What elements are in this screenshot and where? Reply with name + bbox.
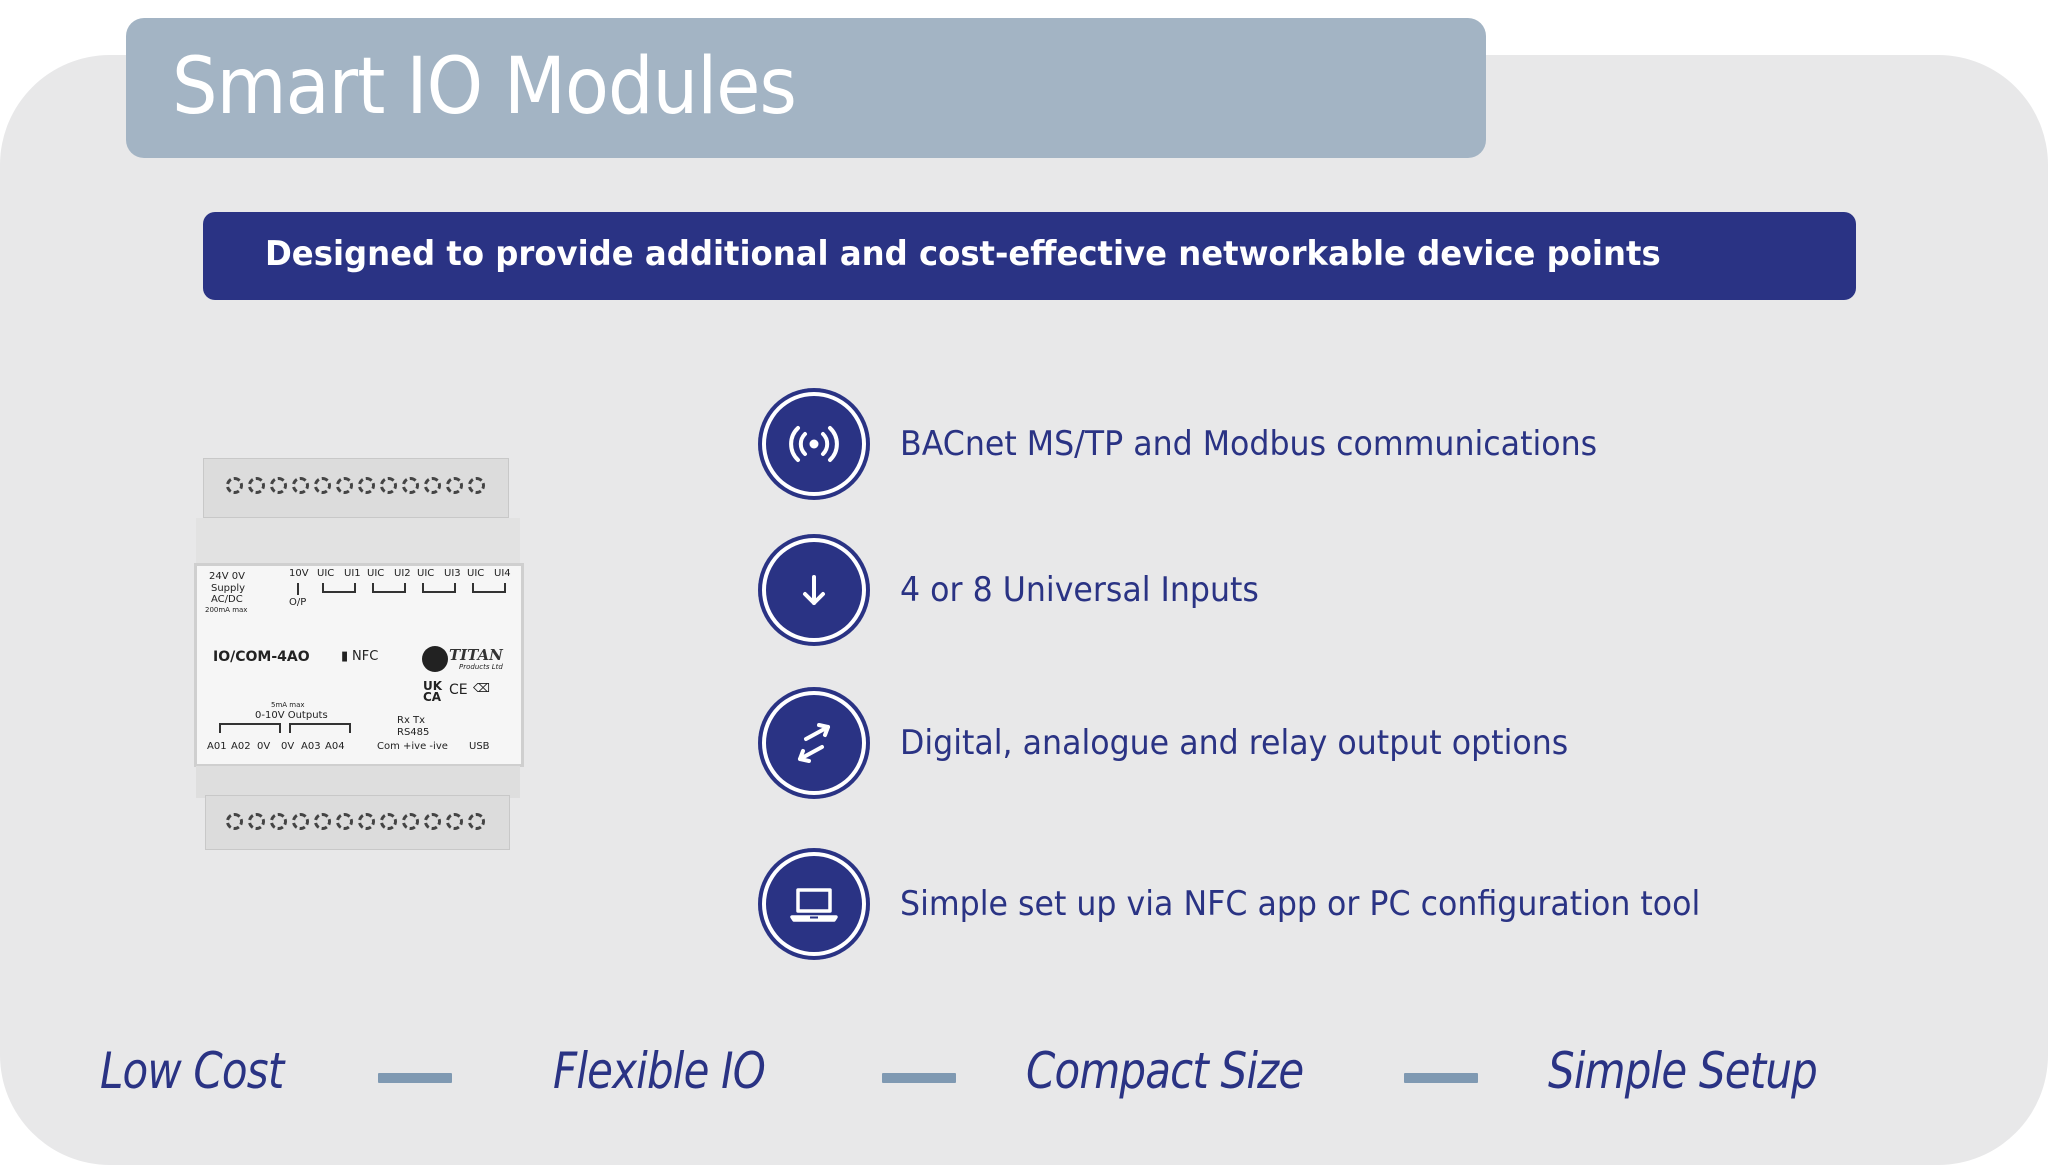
device-front-label: 24V 0V Supply AC/DC 200mA max 10V UIC UI… bbox=[194, 563, 524, 767]
arrow-down-icon bbox=[758, 534, 870, 646]
terminal-label: UI2 bbox=[394, 568, 411, 579]
tag-simple-setup: Simple Setup bbox=[1548, 1042, 1818, 1100]
output-label: O/P bbox=[289, 597, 307, 608]
screw-icon bbox=[380, 813, 397, 830]
screw-icon bbox=[292, 477, 309, 494]
ukca-mark-bottom: CA bbox=[423, 690, 442, 704]
screw-icon bbox=[248, 477, 265, 494]
feature-text: Simple set up via NFC app or PC configur… bbox=[900, 884, 1701, 924]
screw-icon bbox=[468, 813, 485, 830]
input-bracket bbox=[322, 583, 356, 593]
terminal-label: A03 bbox=[301, 741, 321, 752]
brand-sub-label: Products Ltd bbox=[459, 663, 503, 671]
top-screw-row bbox=[226, 477, 485, 494]
terminal-label: UI1 bbox=[344, 568, 361, 579]
screw-icon bbox=[358, 477, 375, 494]
tag-compact-size: Compact Size bbox=[1026, 1042, 1304, 1100]
nfc-mark-icon: ▮ bbox=[341, 649, 349, 664]
output-bracket bbox=[219, 723, 281, 733]
feature-text: 4 or 8 Universal Inputs bbox=[900, 570, 1259, 610]
screw-icon bbox=[226, 477, 243, 494]
top-terminal-block bbox=[203, 458, 509, 518]
terminal-label: A02 bbox=[231, 741, 251, 752]
terminal-label: UI3 bbox=[444, 568, 461, 579]
screw-icon bbox=[270, 477, 287, 494]
input-bracket bbox=[372, 583, 406, 593]
separator-dash bbox=[882, 1073, 956, 1083]
output-bracket bbox=[289, 723, 351, 733]
acdc-label: AC/DC bbox=[211, 594, 243, 605]
screw-icon bbox=[336, 477, 353, 494]
supply-max-label: 200mA max bbox=[205, 606, 248, 614]
screw-icon bbox=[292, 813, 309, 830]
bottom-screw-row bbox=[226, 813, 485, 830]
terminal-label: UI4 bbox=[494, 568, 511, 579]
screw-icon bbox=[446, 477, 463, 494]
terminal-label: UIC bbox=[417, 568, 435, 579]
input-bracket bbox=[422, 583, 456, 593]
tag-flexible-io: Flexible IO bbox=[553, 1042, 766, 1100]
screw-icon bbox=[446, 813, 463, 830]
feature-text: Digital, analogue and relay output optio… bbox=[900, 723, 1569, 763]
wireless-broadcast-icon bbox=[758, 388, 870, 500]
screw-icon bbox=[248, 813, 265, 830]
ce-mark: CE bbox=[449, 682, 468, 698]
terminal-label: 0V bbox=[257, 741, 271, 752]
terminal-label: UIC bbox=[367, 568, 385, 579]
screw-icon bbox=[226, 813, 243, 830]
terminal-label: A04 bbox=[325, 741, 345, 752]
bottom-terminal-block bbox=[205, 795, 510, 850]
brand-label: TITAN bbox=[449, 646, 503, 664]
feature-outputs: Digital, analogue and relay output optio… bbox=[758, 687, 1958, 799]
screw-icon bbox=[424, 813, 441, 830]
rs485-label: RS485 bbox=[397, 727, 430, 738]
tagline-banner: Designed to provide additional and cost-… bbox=[203, 212, 1856, 300]
screw-icon bbox=[402, 813, 419, 830]
terminal-label: 0V bbox=[281, 741, 295, 752]
output-max-label: 5mA max bbox=[271, 701, 305, 709]
device-housing-top bbox=[196, 518, 520, 564]
screw-icon bbox=[314, 813, 331, 830]
terminal-label: UIC bbox=[467, 568, 485, 579]
screw-icon bbox=[358, 813, 375, 830]
device-housing-bottom bbox=[196, 765, 520, 798]
screw-icon bbox=[424, 477, 441, 494]
terminal-label: UIC bbox=[317, 568, 335, 579]
ukca-mark-top: UK bbox=[423, 679, 443, 693]
outputs-title: 0-10V Outputs bbox=[255, 710, 328, 721]
laptop-icon bbox=[758, 848, 870, 960]
input-bracket bbox=[472, 583, 506, 593]
tag-low-cost: Low Cost bbox=[100, 1042, 284, 1100]
feature-universal-inputs: 4 or 8 Universal Inputs bbox=[758, 534, 1958, 646]
titan-logo-icon bbox=[422, 646, 448, 672]
supply-voltage-label: 24V 0V bbox=[209, 571, 245, 582]
separator-dash bbox=[1404, 1073, 1478, 1083]
terminal-label: A01 bbox=[207, 741, 227, 752]
rs485-rxtx-label: Rx Tx bbox=[397, 715, 426, 726]
rs485-pins-label: Com +ive -ive bbox=[377, 741, 448, 752]
feature-communications: BACnet MS/TP and Modbus communications bbox=[758, 388, 1958, 500]
bidirectional-arrows-icon bbox=[758, 687, 870, 799]
screw-icon bbox=[402, 477, 419, 494]
terminal-label: 10V bbox=[289, 568, 309, 579]
usb-label: USB bbox=[469, 741, 490, 752]
screw-icon bbox=[270, 813, 287, 830]
feature-setup: Simple set up via NFC app or PC configur… bbox=[758, 848, 1958, 960]
feature-text: BACnet MS/TP and Modbus communications bbox=[900, 424, 1598, 464]
screw-icon bbox=[380, 477, 397, 494]
model-label: IO/COM-4AO bbox=[213, 649, 310, 665]
weee-bin-icon: ⌫ bbox=[473, 681, 490, 695]
pin-mark bbox=[297, 583, 299, 595]
screw-icon bbox=[336, 813, 353, 830]
screw-icon bbox=[314, 477, 331, 494]
title-box: Smart IO Modules bbox=[126, 18, 1486, 158]
nfc-label: NFC bbox=[352, 649, 379, 664]
separator-dash bbox=[378, 1073, 452, 1083]
banner-text: Designed to provide additional and cost-… bbox=[265, 234, 1661, 274]
screw-icon bbox=[468, 477, 485, 494]
page-title: Smart IO Modules bbox=[172, 42, 797, 132]
supply-label: Supply bbox=[211, 583, 246, 594]
io-module-device-image: 24V 0V Supply AC/DC 200mA max 10V UIC UI… bbox=[190, 455, 530, 855]
